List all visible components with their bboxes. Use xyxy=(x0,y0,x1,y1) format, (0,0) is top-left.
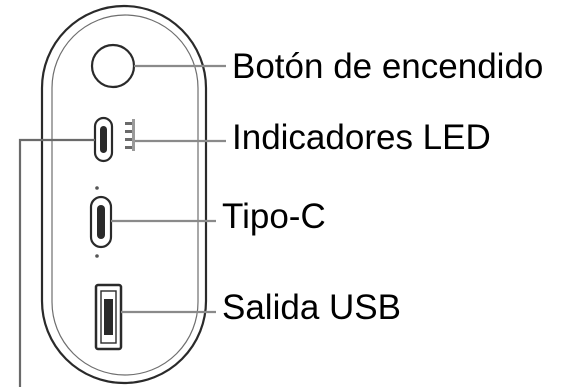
leader-lines xyxy=(18,64,226,387)
body-outer-outline xyxy=(40,4,208,385)
label-type-c: Tipo-C xyxy=(222,197,326,236)
body-inner-outline xyxy=(51,14,199,376)
power-bank-body xyxy=(40,4,208,385)
usb-a-port-icon xyxy=(94,283,123,351)
led-indicator-dots-icon xyxy=(125,119,135,151)
leader-line-type-c-small xyxy=(18,138,95,387)
type-c-port-small-icon xyxy=(93,116,114,163)
label-power-button: Botón de encendido xyxy=(232,47,544,86)
label-usb-output: Salida USB xyxy=(222,288,401,327)
label-led-indicators: Indicadores LED xyxy=(232,118,491,157)
power-button-icon xyxy=(90,43,136,89)
